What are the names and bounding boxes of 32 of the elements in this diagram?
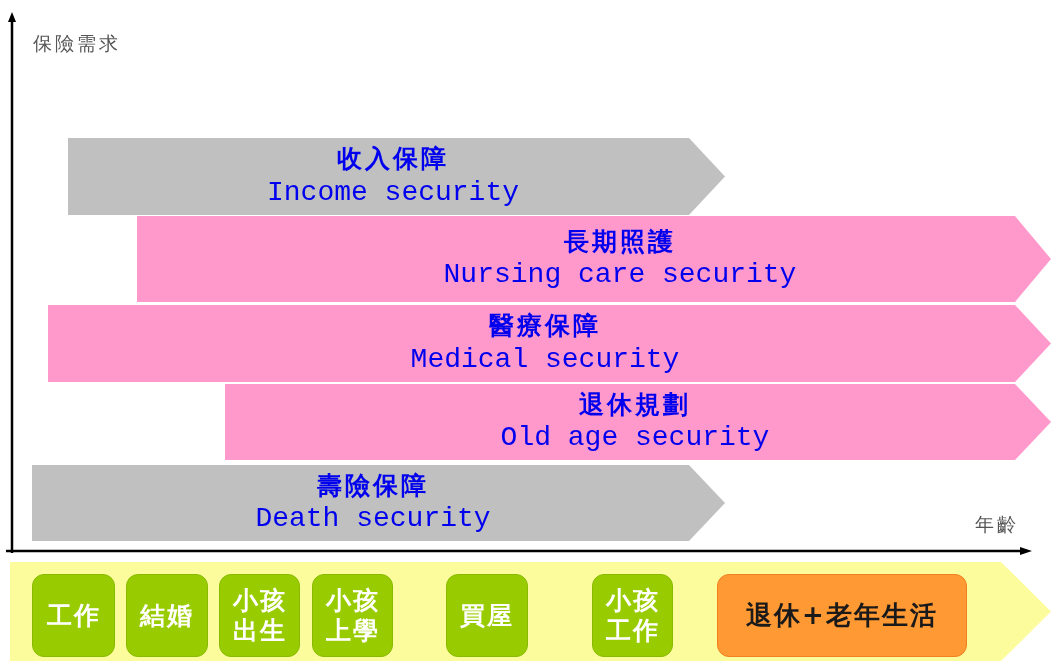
arrow-band — [68, 138, 725, 215]
band-subtitle: Medical security — [410, 342, 680, 377]
band-title: 醫療保障 — [489, 310, 601, 342]
event-box — [717, 574, 967, 657]
arrow-band — [137, 216, 1051, 302]
axis-label: 年齡 — [975, 512, 1019, 537]
band-title: 長期照護 — [564, 225, 676, 258]
band-title: 退休規劃 — [579, 388, 691, 421]
band-title: 收入保障 — [337, 143, 449, 175]
event-box — [312, 574, 393, 657]
event-label: 結婚 — [140, 600, 194, 631]
arrow-band — [48, 305, 1051, 382]
event-label: 小孩工作 — [604, 585, 661, 646]
band-subtitle: Old age security — [500, 421, 770, 456]
event-label: 工作 — [46, 600, 101, 631]
arrow-band — [225, 384, 1051, 460]
event-box — [126, 574, 208, 657]
timeline-band — [10, 562, 1051, 661]
band-subtitle: Death security — [255, 502, 491, 537]
band-subtitle: Income security — [266, 175, 519, 210]
event-box — [446, 574, 528, 657]
event-box — [219, 574, 300, 657]
event-box — [32, 574, 115, 657]
band-subtitle: Nursing care security — [443, 258, 797, 293]
arrow-band — [32, 465, 725, 541]
event-label: 小孩上學 — [324, 585, 381, 646]
band-title: 壽險保障 — [317, 469, 429, 502]
axis-label: 保險需求 — [33, 31, 121, 56]
event-box — [592, 574, 673, 657]
event-label: 退休+老年生活 — [746, 599, 938, 632]
event-label: 買屋 — [460, 600, 514, 631]
event-label: 小孩出生 — [231, 585, 288, 646]
